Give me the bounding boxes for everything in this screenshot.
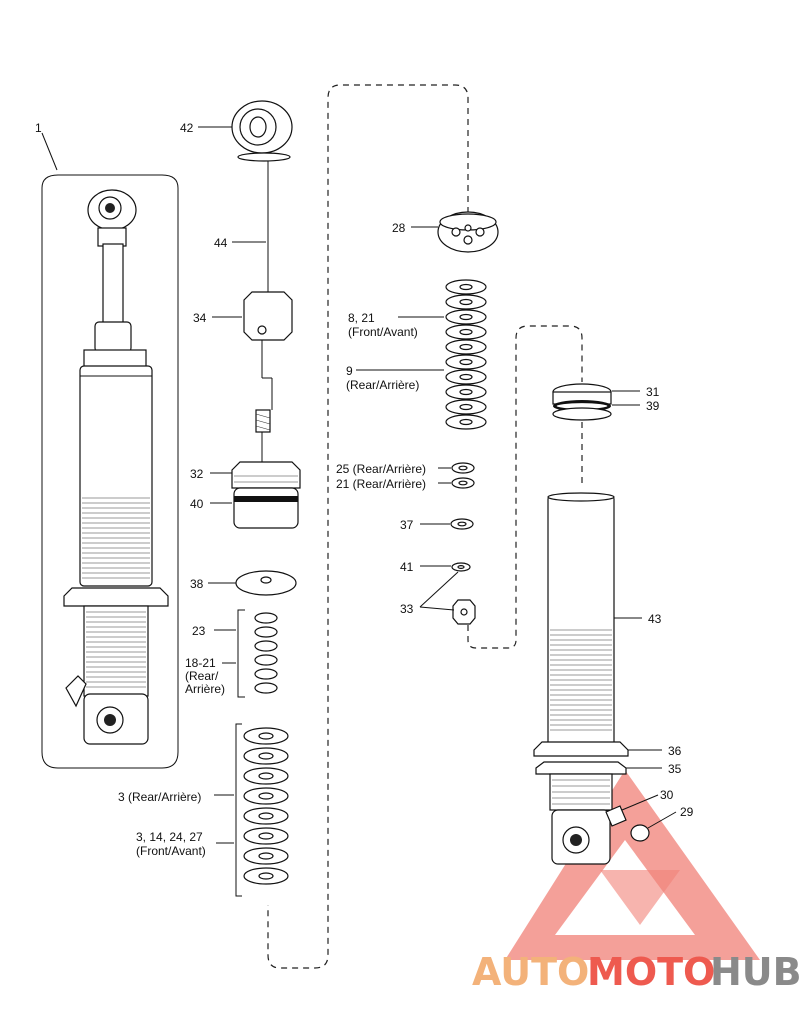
label-31: 31 <box>646 385 660 399</box>
shock-assembly-complete <box>41 132 179 769</box>
label-35: 35 <box>668 762 682 776</box>
watermark-logo <box>505 770 760 960</box>
label-42: 42 <box>180 121 194 135</box>
rod-and-spring-segment <box>255 340 273 462</box>
label-39: 39 <box>646 399 660 413</box>
label-8-21-front: (Front/Avant) <box>348 325 418 339</box>
label-30: 30 <box>660 788 674 802</box>
label-3-front: (Front/Avant) <box>136 844 206 858</box>
part-36-spring-collar <box>533 741 629 757</box>
leader-lines <box>198 126 677 844</box>
label-34: 34 <box>193 311 207 325</box>
label-9: 9 <box>346 364 353 378</box>
watermark-moto: MOTO <box>587 950 715 994</box>
lower-body-and-eyelet <box>549 773 613 865</box>
label-18-21-rear: (Rear/ <box>185 669 219 683</box>
part-33-nut <box>452 599 476 625</box>
label-25: 25 (Rear/Arrière) <box>336 462 426 476</box>
label-28: 28 <box>392 221 406 235</box>
watermark-text: AUTO MOTO HUB <box>472 950 800 994</box>
part-28-piston <box>437 211 499 253</box>
watermark-hub: HUB <box>710 950 800 994</box>
label-41: 41 <box>400 560 414 574</box>
part-39-seal <box>552 400 612 421</box>
label-32: 32 <box>190 467 204 481</box>
part-29-cap <box>630 824 650 842</box>
part-32-bearing-cap <box>231 461 301 489</box>
label-18-21-arriere: Arrière) <box>185 682 225 696</box>
label-43: 43 <box>648 612 662 626</box>
assembly-path-lines <box>267 84 583 969</box>
part-38-plate <box>235 570 297 596</box>
spring-adjuster-threads <box>86 611 146 688</box>
watermark-auto: AUTO <box>472 950 589 994</box>
part-labels: 1 42 44 34 32 40 38 23 18-21 (Rear/ Arri… <box>35 121 694 858</box>
label-9-rear: (Rear/Arrière) <box>346 378 419 392</box>
part-42-upper-mount <box>231 100 293 162</box>
part-8-21-shim-stack <box>445 279 487 430</box>
label-44: 44 <box>214 236 228 250</box>
part-43-shock-body <box>547 492 615 751</box>
part-41-washer <box>451 562 471 572</box>
part-23-shim-stack <box>237 609 278 698</box>
shock-body-threads <box>82 497 150 579</box>
label-18-21: 18-21 <box>185 656 216 670</box>
label-37: 37 <box>400 518 414 532</box>
part-31-cap <box>552 383 612 405</box>
label-1: 1 <box>35 121 42 135</box>
body-threads <box>550 629 612 731</box>
label-33: 33 <box>400 602 414 616</box>
part-40-o-ring <box>233 487 299 529</box>
label-8-21: 8, 21 <box>348 311 375 325</box>
part-3-washer-stack <box>235 723 289 897</box>
label-23: 23 <box>192 624 206 638</box>
part-25-21-washers <box>451 462 475 489</box>
label-3-14-24-27: 3, 14, 24, 27 <box>136 830 203 844</box>
label-3-rear: 3 (Rear/Arrière) <box>118 790 201 804</box>
part-35-lock-ring <box>535 761 627 775</box>
label-29: 29 <box>680 805 694 819</box>
part-37-washer <box>450 518 474 530</box>
part-34-bumper <box>243 291 293 341</box>
label-40: 40 <box>190 497 204 511</box>
part-30-valve <box>605 805 627 827</box>
label-38: 38 <box>190 577 204 591</box>
label-36: 36 <box>668 744 682 758</box>
label-21: 21 (Rear/Arrière) <box>336 477 426 491</box>
